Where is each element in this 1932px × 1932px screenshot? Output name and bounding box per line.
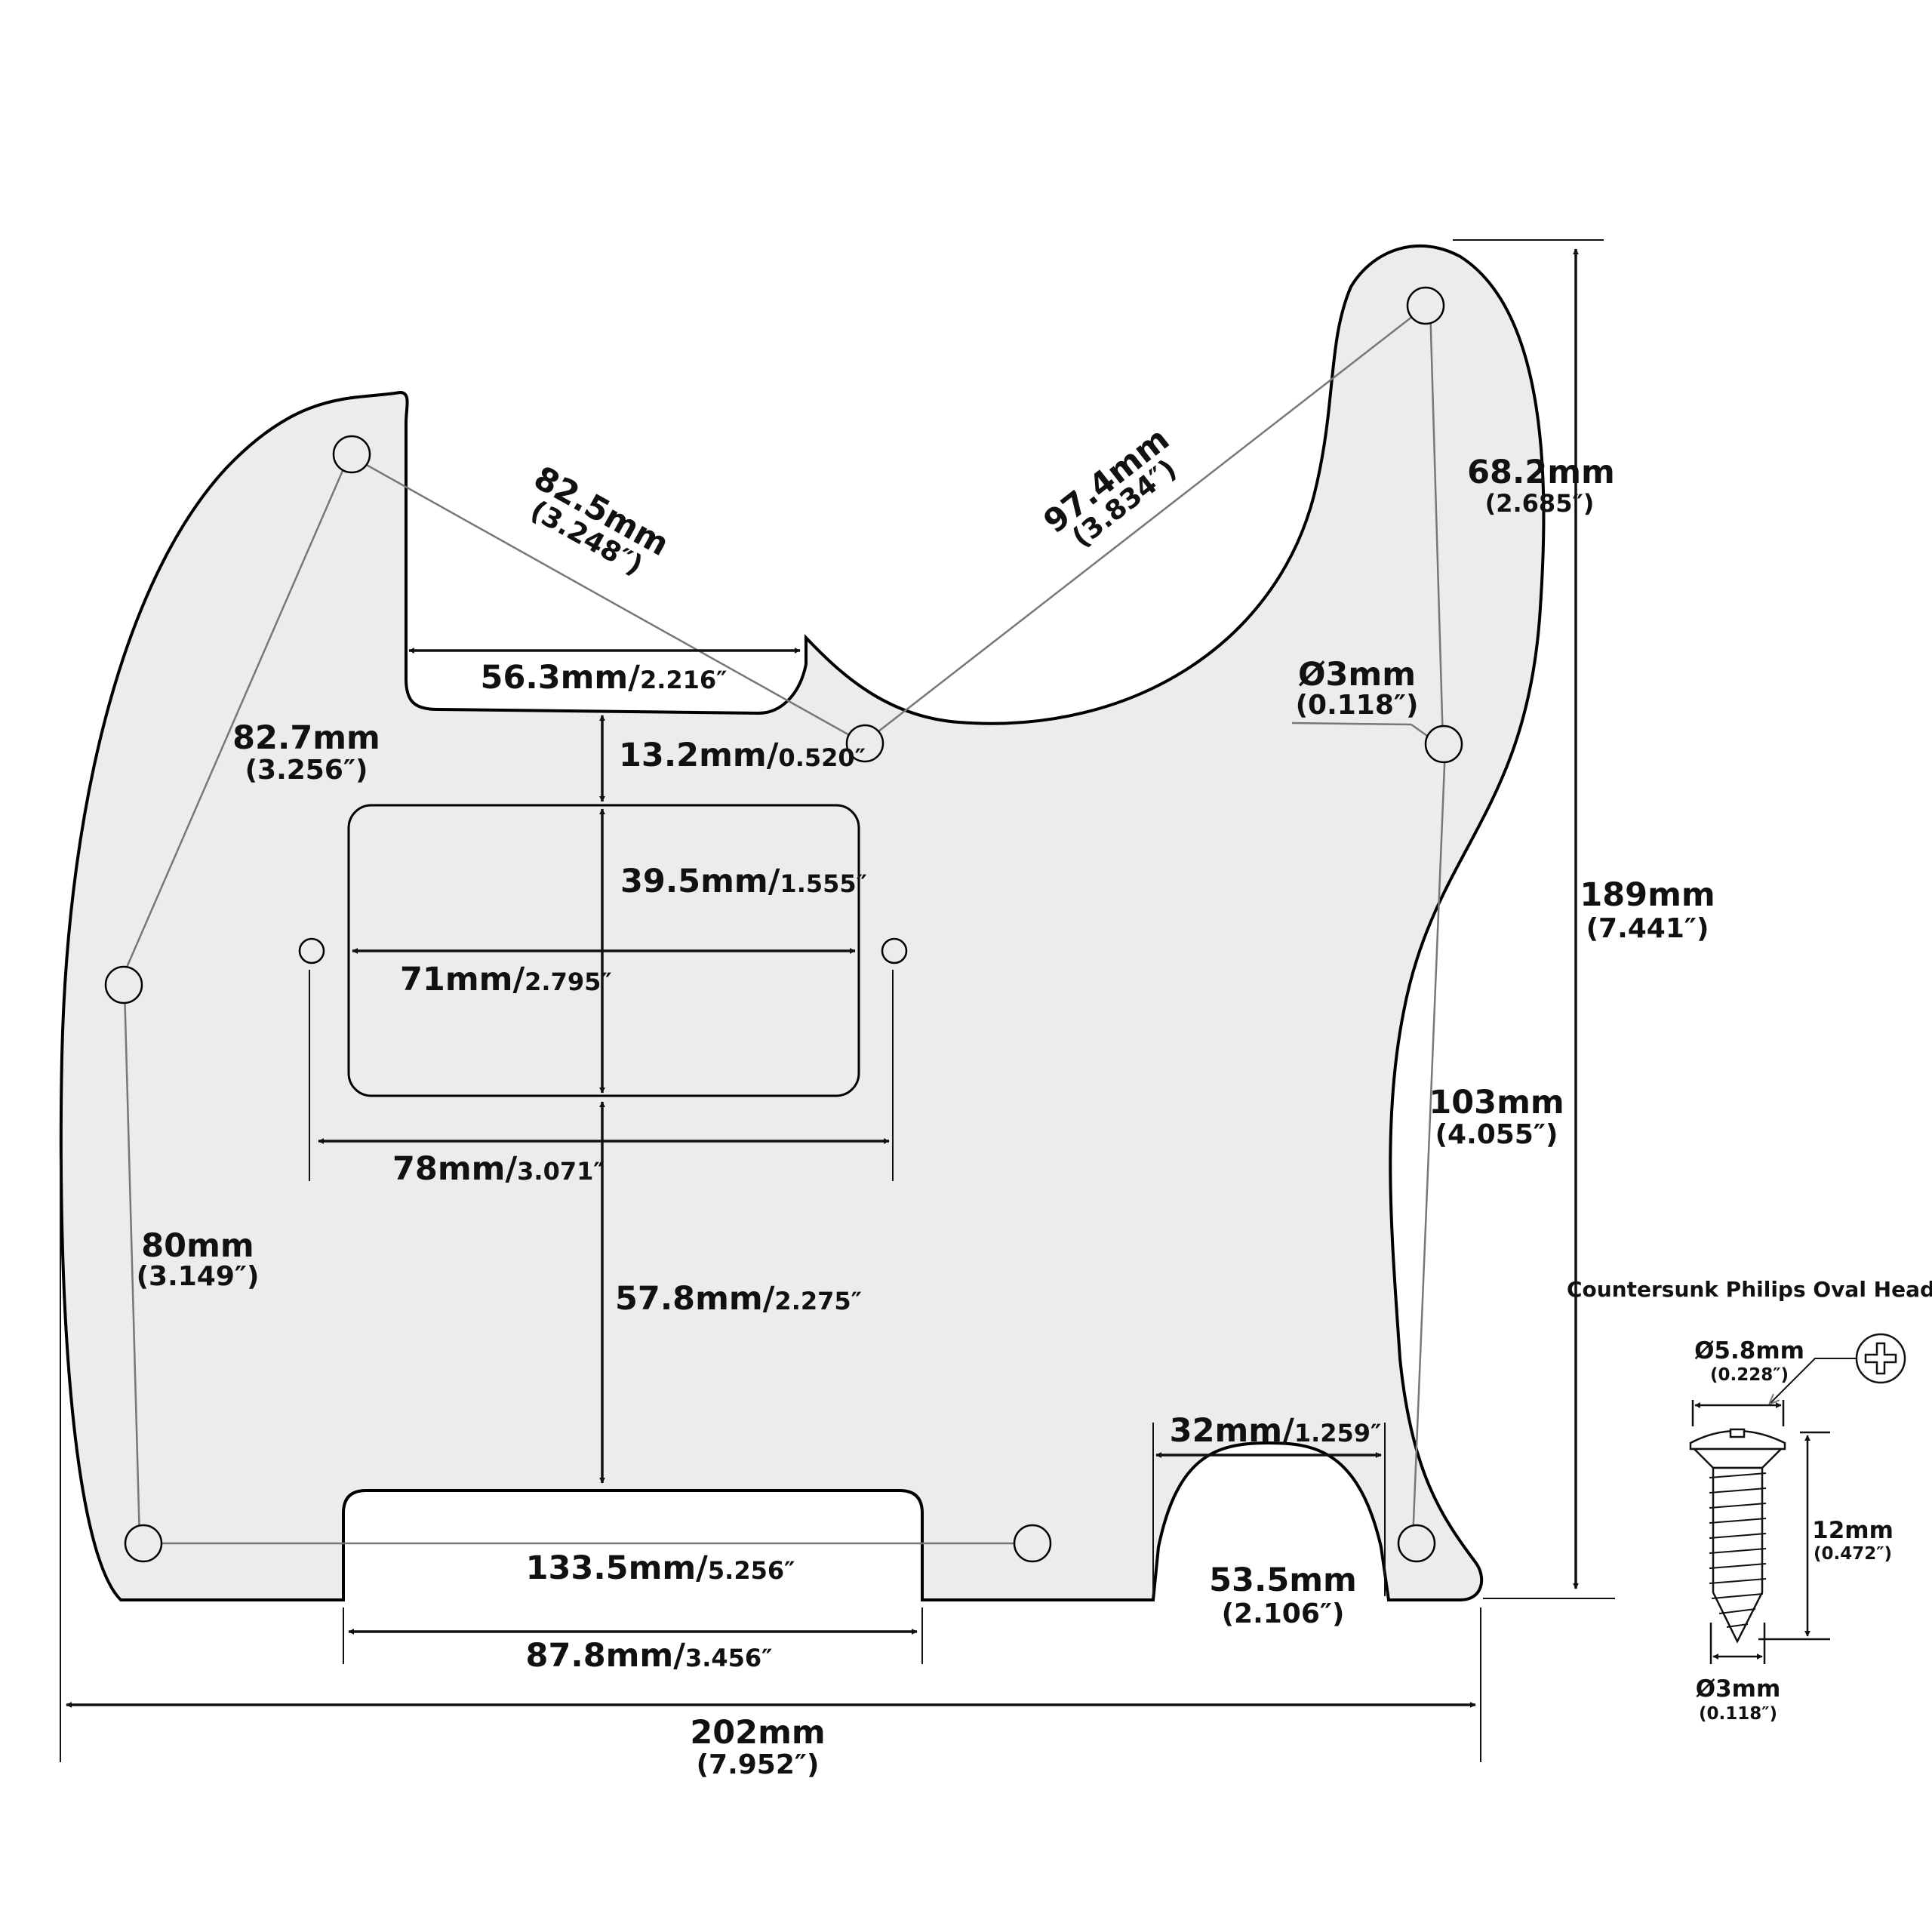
mount-hole-left <box>298 937 325 964</box>
hole-left-mid <box>104 965 143 1004</box>
left-lower-in: (3.149″) <box>137 1261 260 1292</box>
hole-bottom-mid <box>1013 1524 1052 1563</box>
total-width-mm: 202mm <box>690 1714 825 1752</box>
hole-right-mid <box>1424 724 1463 764</box>
neck-slot-width: 56.3mm/2.216″ <box>481 659 728 697</box>
arch-to-edge-mm: 53.5mm <box>1209 1561 1357 1599</box>
pickup-width: 71mm/2.795″ <box>400 961 612 998</box>
right-lower-in: (4.055″) <box>1435 1119 1558 1150</box>
pickup-to-bottom: 57.8mm/2.275″ <box>615 1280 862 1318</box>
mount-hole-right <box>881 937 908 964</box>
shank-dia-mm: Ø3mm <box>1696 1675 1781 1703</box>
screw-detail: Countersunk Philips Oval Head Ø5.8mm (0.… <box>1567 1277 1932 1724</box>
screw-holes <box>104 286 1463 1563</box>
label-top-left-diag: 82.5mm (3.248″) <box>525 459 675 581</box>
bridge-cutout: 87.8mm/3.456″ <box>526 1637 773 1675</box>
total-width-in: (7.952″) <box>697 1749 820 1780</box>
hole-center <box>845 724 884 763</box>
dimension-lines <box>66 248 1579 1708</box>
hole-top-right <box>1406 286 1445 325</box>
left-upper-in: (3.256″) <box>245 755 368 786</box>
hole-bottom-left <box>124 1524 163 1563</box>
length-in: (0.472″) <box>1814 1544 1892 1564</box>
hole-top-left <box>332 435 371 474</box>
bottom-holes: 133.5mm/5.256″ <box>526 1549 795 1587</box>
mount-spacing: 78mm/3.071″ <box>392 1150 605 1188</box>
right-lower-mm: 103mm <box>1429 1084 1564 1121</box>
hole-dia-mm: Ø3mm <box>1298 656 1416 694</box>
shank-dia-in: (0.118″) <box>1699 1704 1777 1724</box>
head-dia-in: (0.228″) <box>1710 1365 1789 1385</box>
left-upper-mm: 82.7mm <box>232 719 380 757</box>
phillips-head-icon <box>1855 1333 1906 1384</box>
head-dia-mm: Ø5.8mm <box>1694 1337 1804 1364</box>
length-mm: 12mm <box>1812 1517 1894 1544</box>
right-upper-in: (2.685″) <box>1485 489 1595 518</box>
right-upper-mm: 68.2mm <box>1467 454 1615 491</box>
screw-icon <box>1689 1428 1786 1644</box>
left-lower-mm: 80mm <box>141 1227 254 1265</box>
pickup-height: 39.5mm/1.555″ <box>620 863 867 900</box>
label-top-right-diag: 97.4mm (3.834″) <box>1037 420 1183 554</box>
total-height-in: (7.441″) <box>1586 913 1709 944</box>
screw-title: Countersunk Philips Oval Head <box>1567 1277 1932 1302</box>
hole-bottom-right <box>1397 1524 1436 1563</box>
total-height-mm: 189mm <box>1580 876 1715 914</box>
extension-lines <box>60 239 1615 1762</box>
slot-gap: 13.2mm/0.520″ <box>619 737 866 774</box>
arch-to-edge-in: (2.106″) <box>1222 1598 1345 1629</box>
arch-width: 32mm/1.259″ <box>1170 1412 1382 1450</box>
hole-dia-in: (0.118″) <box>1296 690 1419 721</box>
